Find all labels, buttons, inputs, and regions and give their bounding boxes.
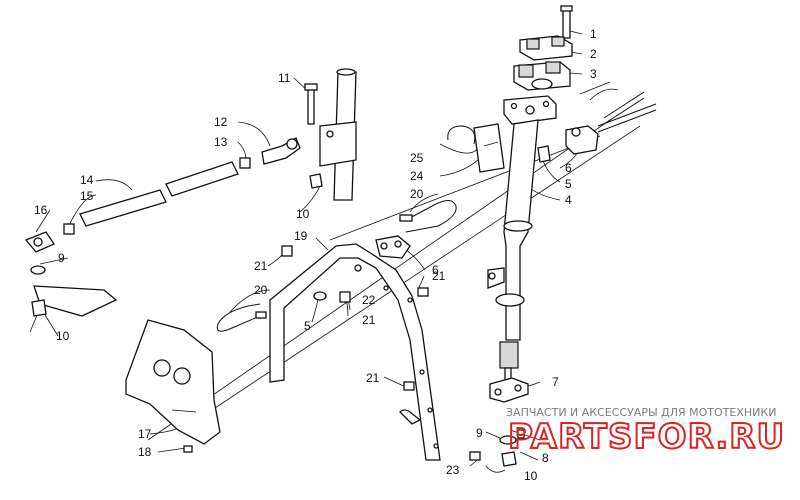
cable-upper — [399, 200, 457, 233]
callout-24: 24 — [410, 169, 424, 183]
clip-and-plate — [447, 123, 505, 173]
callout-17: 17 — [138, 427, 152, 441]
callout-10c: 10 — [524, 469, 538, 483]
callout-23: 23 — [446, 463, 460, 477]
callout-21d: 21 — [366, 371, 380, 385]
callout-18: 18 — [138, 445, 152, 459]
callout-14: 14 — [80, 173, 94, 187]
callout-12: 12 — [214, 115, 228, 129]
callout-4: 4 — [565, 193, 572, 207]
callout-labels: 1 2 3 6 5 4 11 12 13 14 15 16 9 10 10 25… — [34, 27, 597, 483]
callout-10a: 10 — [56, 329, 70, 343]
callout-3: 3 — [590, 67, 597, 81]
callout-20a: 20 — [410, 187, 424, 201]
callout-21a: 21 — [432, 269, 446, 283]
callout-21c: 21 — [362, 313, 376, 327]
callout-8: 8 — [542, 451, 549, 465]
callout-1: 1 — [590, 27, 597, 41]
callout-25: 25 — [410, 151, 424, 165]
watermark-logo: PARTSFOR.RU — [508, 417, 785, 457]
callout-22: 22 — [362, 293, 376, 307]
callout-13: 13 — [214, 135, 228, 149]
callout-21b: 21 — [254, 259, 268, 273]
watermark-subtitle: ЗАПЧАСТИ И АКСЕССУАРЫ ДЛЯ МОТОТЕХНИКИ — [506, 406, 776, 419]
shield-plate — [125, 319, 221, 453]
watermark: ЗАПЧАСТИ И АКСЕССУАРЫ ДЛЯ МОТОТЕХНИКИ PA… — [506, 406, 785, 458]
steering-post — [487, 5, 657, 467]
frame-arch — [269, 235, 481, 461]
callout-20b: 20 — [254, 283, 268, 297]
tie-rod — [24, 68, 357, 317]
callout-6a: 6 — [565, 161, 572, 175]
callout-5b: 5 — [304, 319, 311, 333]
callout-9b: 9 — [476, 426, 483, 440]
callout-6b: 6 — [432, 263, 439, 277]
cable-lower — [216, 303, 267, 332]
leader-lines — [29, 29, 583, 473]
callout-5a: 5 — [565, 177, 572, 191]
callout-9a: 9 — [58, 251, 65, 265]
callout-7: 7 — [552, 375, 559, 389]
callout-2: 2 — [590, 47, 597, 61]
callout-19: 19 — [294, 229, 308, 243]
callout-15: 15 — [80, 189, 94, 203]
callout-10b: 10 — [296, 207, 310, 221]
callout-16: 16 — [34, 203, 48, 217]
callout-11: 11 — [278, 71, 291, 85]
